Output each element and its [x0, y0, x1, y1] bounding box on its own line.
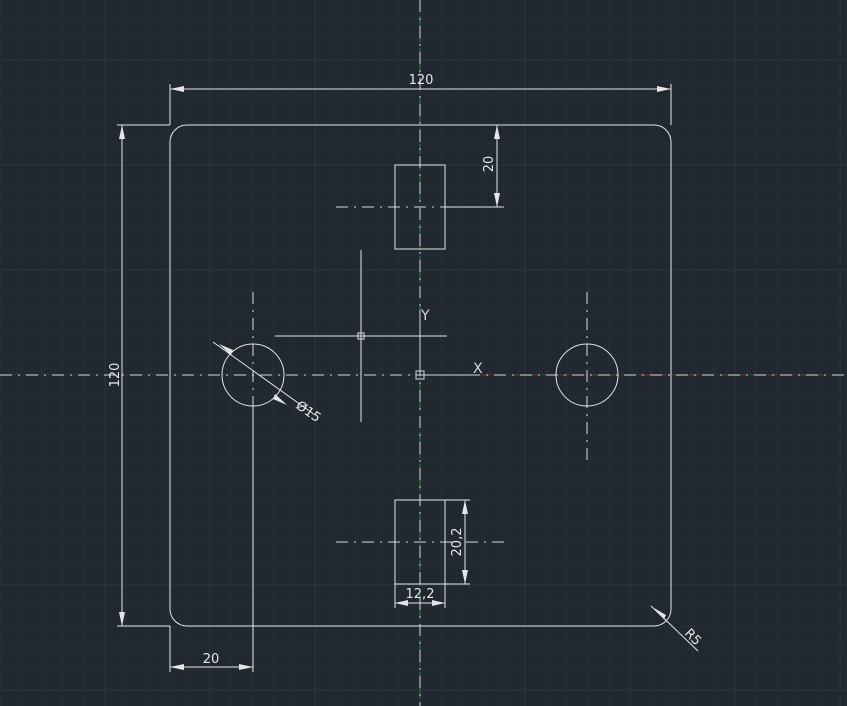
ucs-x-label: X [473, 361, 483, 377]
ucs-icon: Y X [415, 308, 483, 380]
dimension-text-left-height: 120 [108, 363, 123, 388]
dimension-text-corner-radius: R5 [681, 626, 704, 649]
dimension-text-bottom-left-offset: 20 [203, 652, 220, 667]
right-hole[interactable] [555, 343, 619, 407]
crosshair-cursor-icon [275, 250, 447, 422]
dimension-top-slot-offset[interactable]: 20 [445, 124, 502, 208]
dimension-bottom-left-offset[interactable]: 20 [169, 406, 254, 672]
dimension-text-bottom-slot-width: 12,2 [406, 587, 435, 602]
dimension-text-top-slot-offset: 20 [482, 156, 497, 173]
dimension-text-top-width: 120 [409, 73, 434, 88]
dimension-left-height[interactable]: 120 [108, 124, 170, 627]
dimension-text-bottom-slot-height: 20,2 [450, 528, 465, 557]
dimension-text-hole-diameter: Ø15 [293, 398, 324, 426]
plate-outline[interactable] [169, 124, 672, 627]
bottom-slot[interactable] [394, 499, 446, 585]
dimension-corner-radius[interactable]: R5 [650, 605, 704, 652]
dimension-bottom-slot-height[interactable]: 20,2 [445, 499, 470, 585]
ucs-y-label: Y [420, 308, 430, 324]
dimension-top-width[interactable]: 120 [169, 73, 672, 125]
dimension-bottom-slot-width[interactable]: 12,2 [394, 584, 446, 608]
